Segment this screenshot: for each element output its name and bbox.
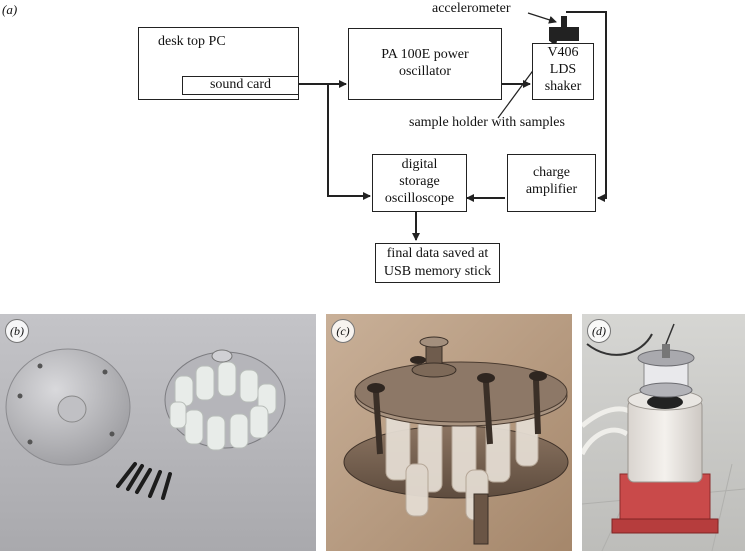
shaker-block [532, 43, 594, 100]
photo-d-illustration [582, 314, 745, 551]
photo-c-illustration [326, 314, 572, 551]
shaker-label-line2: LDS [549, 62, 577, 77]
panel-label-a: (a) [2, 2, 18, 17]
wire-soundcard-scope [327, 84, 371, 200]
photo-b-illustration [0, 314, 316, 551]
scope-label-line2: storage [399, 174, 440, 189]
scope-label-line3: oscilloscope [384, 191, 455, 206]
usb-label-line2: USB memory stick [383, 264, 492, 279]
shaker-label-line3: shaker [544, 79, 582, 94]
panel-label-b: (b) [5, 319, 29, 343]
panel-label-c: (c) [331, 319, 355, 343]
amp-label-line2: amplifier [525, 182, 578, 197]
power-oscillator-block [348, 28, 502, 100]
pointer-accelerometer [527, 12, 557, 24]
oscillator-label-line2: oscillator [398, 64, 452, 79]
panel-label-d: (d) [587, 319, 611, 343]
oscillator-label-line1: PA 100E power [381, 47, 469, 62]
sample-holder-label: sample holder with samples [409, 115, 565, 130]
accelerometer-icon [549, 16, 579, 41]
oscilloscope-block [372, 154, 467, 212]
photo-d-shaker-setup: (d) [582, 314, 745, 551]
shaker-label-line1: V406 [547, 45, 579, 60]
desktop-pc-label: desk top PC [158, 34, 226, 49]
charge-amplifier-block [507, 154, 596, 212]
accelerometer-label: accelerometer [432, 1, 511, 16]
sound-card-label: sound card [209, 77, 272, 92]
amp-label-line1: charge [532, 165, 571, 180]
diagram-connectors [298, 11, 607, 241]
usb-storage-block [375, 243, 500, 283]
sound-card-block [182, 76, 299, 95]
wire-accelerometer-amplifier [566, 11, 607, 202]
photo-c-sample-holder-assembled: (c) [326, 314, 572, 551]
scope-label-line1: digital [401, 157, 438, 172]
photo-b-sample-holder-parts: (b) [0, 314, 316, 551]
usb-label-line1: final data saved at [386, 246, 489, 261]
